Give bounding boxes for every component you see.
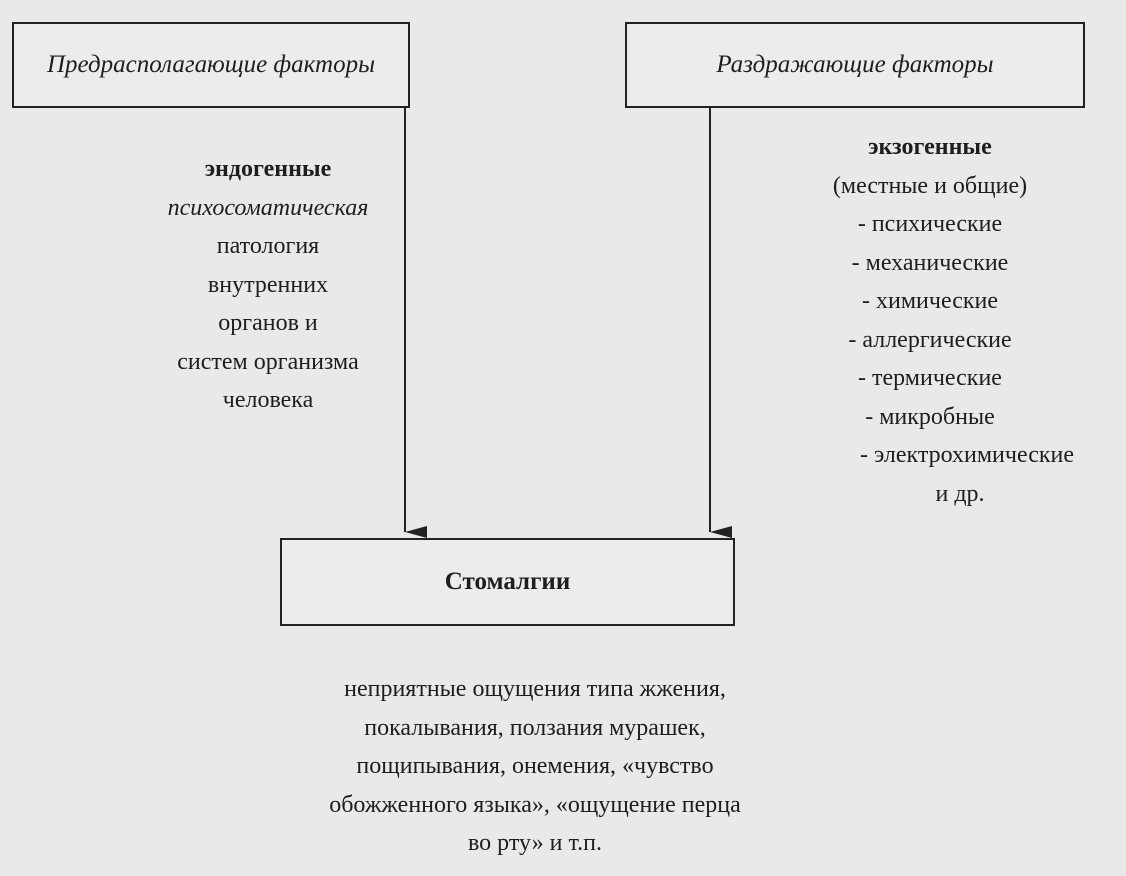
endogenous-line: человека: [222, 387, 314, 413]
exogenous-item: - микробные: [865, 403, 995, 430]
symptoms-line: пощипывания, онемения, «чувство: [356, 753, 714, 779]
exogenous-item: - химические: [862, 288, 998, 314]
symptoms-line: обожженного языка», «ощущение перца: [329, 791, 741, 818]
exogenous-item: - электрохимические: [860, 442, 1075, 468]
exogenous-item: и др.: [935, 480, 985, 507]
exogenous-item: - термические: [858, 365, 1002, 391]
endogenous-heading: эндогенные: [204, 156, 332, 182]
endogenous-line: систем организма: [177, 348, 359, 375]
endogenous-line: патология: [216, 233, 320, 259]
exogenous-item: - психические: [857, 211, 1003, 237]
endogenous-factors: эндогенные психосоматическая патология в…: [128, 150, 408, 420]
exogenous-heading: экзогенные: [868, 134, 992, 160]
stomalgia-box: Стомалгии: [280, 538, 735, 626]
symptoms-line: покалывания, ползания мурашек,: [364, 714, 706, 741]
exogenous-item: - аллергические: [848, 326, 1012, 353]
irritating-factors-box: Раздражающие факторы: [625, 22, 1085, 108]
exogenous-item: - механические: [851, 249, 1009, 276]
symptoms-description: неприятные ощущения типа жжения, покалыв…: [235, 670, 835, 863]
endogenous-line: органов и: [218, 310, 318, 336]
exogenous-subheading: (местные и общие): [832, 172, 1028, 199]
exogenous-factors: экзогенные (местные и общие) - психическ…: [800, 128, 1075, 513]
predisposing-factors-box: Предрасполагающие факторы: [12, 22, 410, 108]
symptoms-line: во рту» и т.п.: [468, 830, 602, 856]
endogenous-line: внутренних: [207, 271, 329, 298]
symptoms-line: неприятные ощущения типа жжения,: [344, 676, 726, 702]
endogenous-line: психосоматическая: [167, 194, 369, 221]
